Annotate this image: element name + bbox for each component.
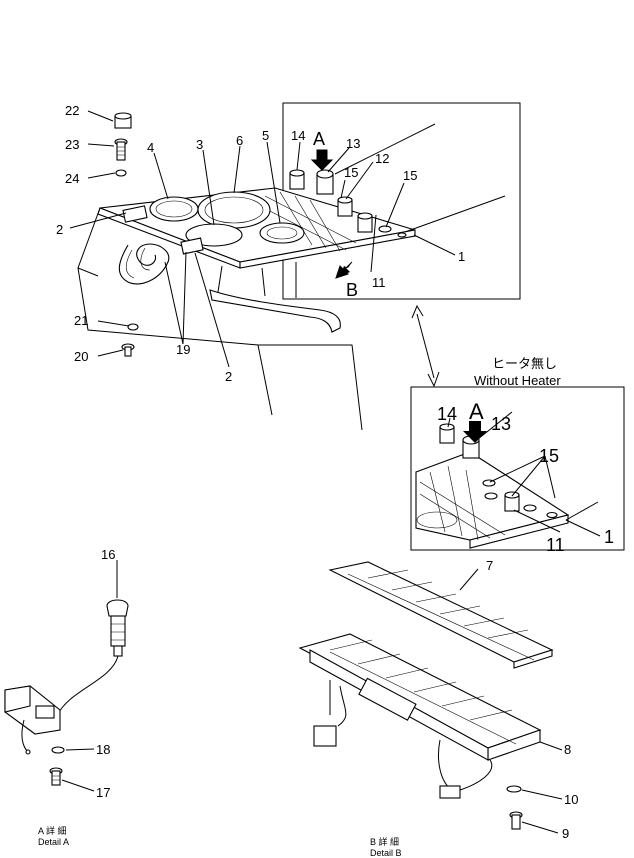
washer-21 bbox=[127, 323, 139, 331]
support-bracket bbox=[209, 289, 341, 333]
gauge-4 bbox=[149, 196, 199, 222]
screw-17 bbox=[49, 767, 63, 786]
washer-18 bbox=[51, 746, 65, 754]
callout-2-bottom: 2 bbox=[225, 369, 232, 384]
inset-callout-13: 13 bbox=[491, 414, 511, 434]
callout-3: 3 bbox=[196, 137, 203, 152]
inset-view-arrow-a bbox=[463, 421, 487, 443]
inset-callout-11: 11 bbox=[546, 535, 565, 555]
callout-4: 4 bbox=[147, 140, 154, 155]
callout-2-top: 2 bbox=[56, 222, 63, 237]
callout-20: 20 bbox=[74, 349, 88, 364]
callout-17: 17 bbox=[96, 785, 110, 800]
caption-detail-a-jp: A 詳 細 bbox=[38, 825, 67, 836]
pilot-lamp-grid bbox=[257, 191, 357, 252]
lamp-socket-2-left bbox=[122, 205, 148, 223]
bolt-23 bbox=[114, 138, 128, 161]
inset-frame bbox=[410, 386, 625, 551]
inset-callout-14: 14 bbox=[437, 404, 457, 424]
caption-detail-b-en: Detail B bbox=[370, 848, 402, 858]
inset-switch-14 bbox=[439, 423, 455, 444]
main-leader-lines bbox=[69, 110, 506, 368]
callout-15-main-a: 15 bbox=[344, 165, 358, 180]
screw-9 bbox=[509, 811, 523, 830]
lamp-socket-2-right bbox=[180, 237, 204, 255]
cap-22 bbox=[114, 112, 132, 129]
callout-1-main: 1 bbox=[458, 249, 465, 264]
lamp-cover-7 bbox=[328, 561, 554, 669]
inset-title-jp: ヒータ無し bbox=[492, 356, 557, 371]
callout-15-main-b: 15 bbox=[403, 168, 417, 183]
callout-8: 8 bbox=[564, 742, 571, 757]
callout-21: 21 bbox=[74, 313, 88, 328]
callout-labels: 22 23 24 4 3 6 5 14 13 12 15 15 2 1 11 2… bbox=[38, 103, 614, 858]
detail-b-assembly bbox=[298, 561, 563, 834]
wire-16 bbox=[57, 655, 119, 715]
callout-5: 5 bbox=[262, 128, 269, 143]
lamp-housing-8 bbox=[298, 633, 542, 761]
gauge-5 bbox=[259, 222, 305, 244]
knob-16 bbox=[106, 599, 129, 657]
callout-10: 10 bbox=[564, 792, 578, 807]
switch-11 bbox=[357, 212, 373, 233]
callout-18: 18 bbox=[96, 742, 110, 757]
caption-detail-a-en: Detail A bbox=[38, 837, 69, 847]
switch-body bbox=[4, 685, 61, 755]
switch-12 bbox=[337, 196, 353, 217]
washer-10 bbox=[506, 785, 522, 793]
callout-23: 23 bbox=[65, 137, 79, 152]
inset-title-en: Without Heater bbox=[474, 373, 561, 388]
callout-13: 13 bbox=[346, 136, 360, 151]
inset-callout-15: 15 bbox=[539, 446, 559, 466]
view-label-b: B bbox=[346, 280, 358, 300]
callout-6: 6 bbox=[236, 133, 243, 148]
inset-link-arrow bbox=[411, 304, 440, 388]
wire-harness bbox=[118, 243, 170, 285]
inset-without-heater bbox=[410, 386, 625, 551]
detail-a-assembly bbox=[4, 560, 129, 792]
caption-detail-b-jp: B 詳 細 bbox=[370, 836, 399, 847]
view-arrow-a bbox=[310, 149, 334, 171]
callout-24: 24 bbox=[65, 171, 79, 186]
callout-19: 19 bbox=[176, 342, 190, 357]
inset-switch-11 bbox=[504, 491, 520, 512]
callout-7: 7 bbox=[486, 558, 493, 573]
screw-20 bbox=[121, 343, 135, 357]
connector-b bbox=[313, 725, 337, 747]
callout-9: 9 bbox=[562, 826, 569, 841]
plug-15 bbox=[378, 225, 392, 233]
inset-callout-1: 1 bbox=[604, 527, 614, 547]
gauge-6 bbox=[197, 191, 271, 229]
instrument-panel-assembly bbox=[69, 102, 521, 431]
callout-12: 12 bbox=[375, 151, 389, 166]
switch-14 bbox=[289, 169, 305, 190]
callout-16: 16 bbox=[101, 547, 115, 562]
washer-24 bbox=[115, 169, 127, 177]
callout-11-main: 11 bbox=[372, 275, 386, 290]
callout-14: 14 bbox=[291, 128, 305, 143]
callout-22: 22 bbox=[65, 103, 79, 118]
inset-view-label-a: A bbox=[469, 399, 484, 424]
switch-13 bbox=[316, 169, 334, 195]
view-label-a: A bbox=[313, 129, 325, 149]
